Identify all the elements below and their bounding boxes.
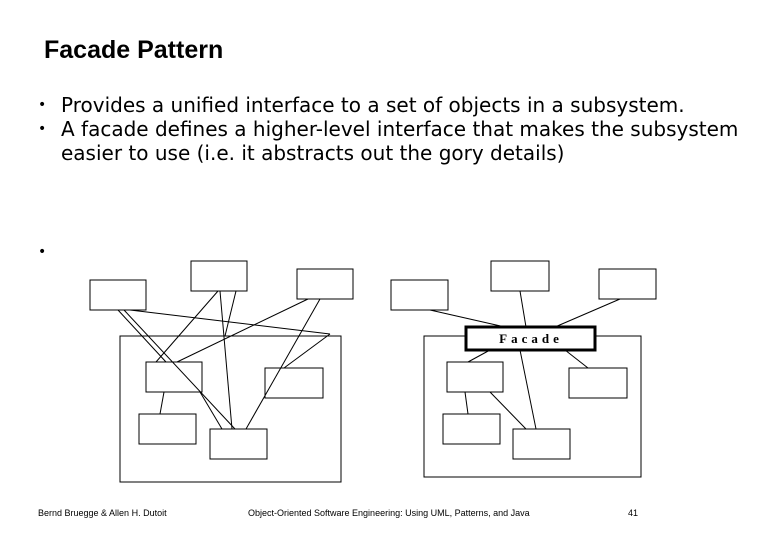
client-class xyxy=(296,268,354,300)
subsystem-class xyxy=(145,361,203,393)
bullet-item: • A facade defines a higher-level interf… xyxy=(38,117,758,165)
slide-title: Facade Pattern xyxy=(44,36,224,64)
bullet-item: • Provides a unified interface to a set … xyxy=(38,93,758,117)
client-class xyxy=(390,279,449,311)
client-class xyxy=(89,279,147,311)
facade-label: Facade xyxy=(499,331,563,346)
diagram-without-facade xyxy=(89,260,354,483)
footer-page-number: 41 xyxy=(628,508,639,518)
subsystem-class xyxy=(442,413,501,445)
empty-bullet: • xyxy=(38,244,47,260)
subsystem-class xyxy=(446,361,504,393)
bullet-text: Provides a unified interface to a set of… xyxy=(61,93,685,117)
subsystem-class xyxy=(264,367,324,399)
bullet-text: A facade defines a higher-level interfac… xyxy=(61,117,739,165)
subsystem-class xyxy=(568,367,628,399)
footer-authors: Bernd Bruegge & Allen H. Dutoit xyxy=(38,508,167,518)
association-lines xyxy=(429,290,621,430)
association-lines xyxy=(117,290,331,430)
client-class xyxy=(490,260,550,292)
client-class xyxy=(190,260,248,292)
facade-class xyxy=(464,325,597,352)
bullet-marker: • xyxy=(38,97,47,113)
subsystem-class xyxy=(138,413,197,445)
subsystem-class xyxy=(209,428,268,460)
footer-book-title: Object-Oriented Software Engineering: Us… xyxy=(248,508,530,518)
bullet-marker: • xyxy=(38,121,47,137)
client-class xyxy=(598,268,657,300)
subsystem-class xyxy=(512,428,571,460)
diagram-with-facade xyxy=(390,260,657,478)
bullet-list: • Provides a unified interface to a set … xyxy=(38,93,758,165)
